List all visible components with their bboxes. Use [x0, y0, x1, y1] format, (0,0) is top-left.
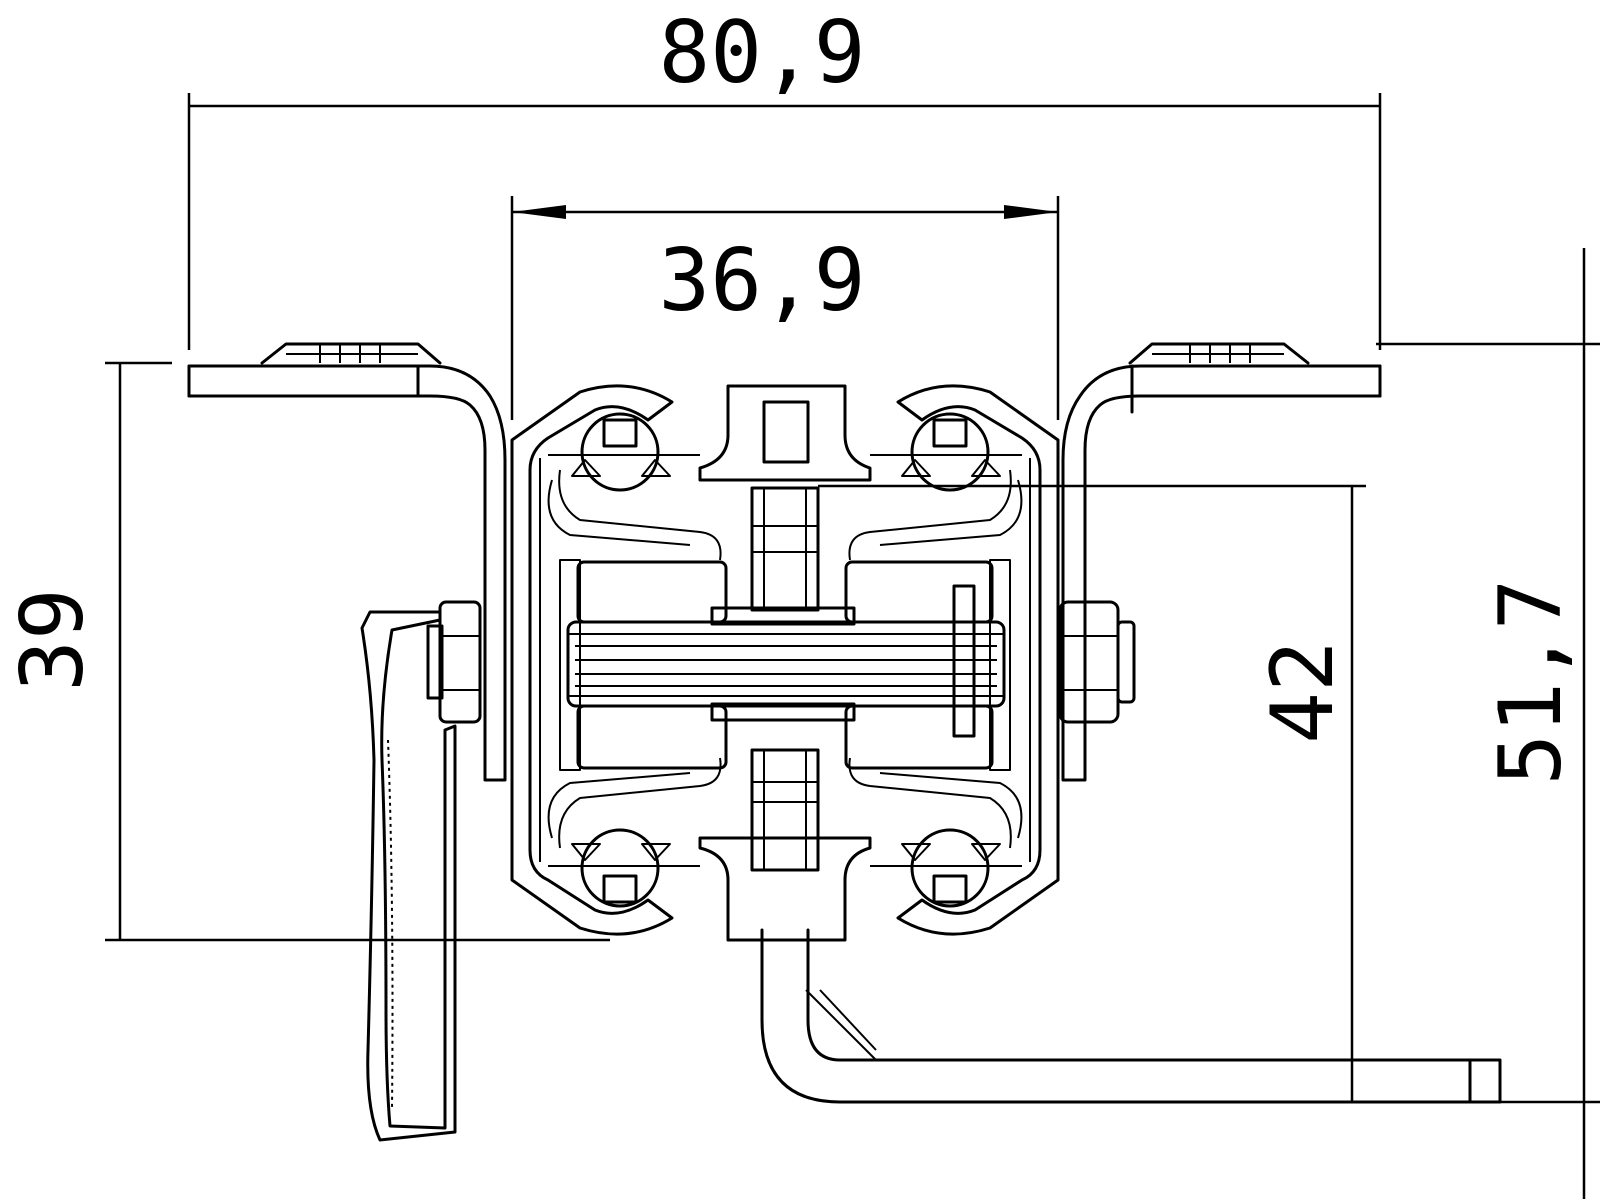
inner-screws	[571, 412, 1001, 908]
right-nut	[1058, 600, 1136, 724]
dimension-lines	[105, 93, 1600, 1199]
hinge-housing	[510, 384, 1060, 936]
dimension-overall-width: 80,9	[658, 3, 865, 103]
dimension-left-height: 39	[3, 588, 103, 692]
spring-links	[547, 469, 1023, 849]
dimension-right-height: 51,7	[1481, 578, 1581, 785]
hinge-pin	[566, 606, 1006, 722]
left-mounting-plate	[187, 342, 507, 782]
bottom-bracket	[760, 928, 1502, 1104]
bearing-blocks	[559, 559, 1011, 771]
dimension-inner-width: 36,9	[658, 231, 865, 331]
left-lever	[360, 600, 482, 1142]
right-mounting-plate	[1061, 342, 1382, 782]
dimension-center-height: 42	[1253, 640, 1353, 744]
dimension-labels: 80,9 36,9 39 42 51,7	[3, 3, 1581, 786]
central-column	[698, 384, 872, 942]
